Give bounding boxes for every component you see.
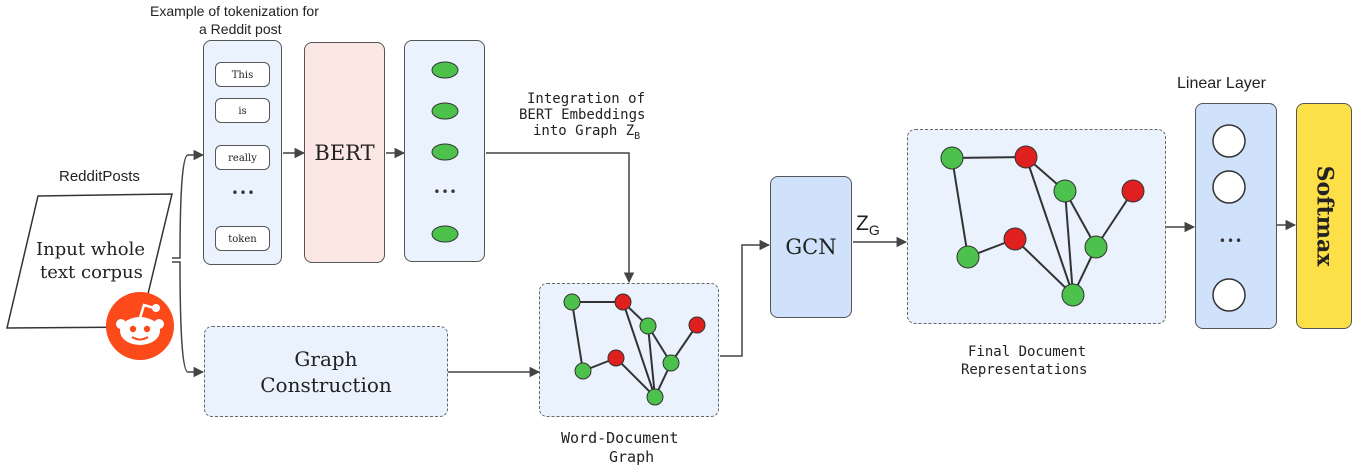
linear-layer-title: Linear Layer <box>1177 75 1266 92</box>
word-document-caption-line2: Graph <box>609 448 655 466</box>
gcn-label: GCN <box>785 235 837 259</box>
final-node-word <box>1084 235 1108 259</box>
softmax-label: Softmax <box>1311 165 1337 267</box>
graph-construction-line2: Construction <box>260 372 392 397</box>
gcn-output-subscript: G <box>868 222 880 239</box>
token-text: token <box>228 234 257 245</box>
graph-node-word <box>563 293 581 311</box>
integration-line3-prefix: into Graph Z <box>533 123 635 139</box>
final-node-word <box>1053 179 1077 203</box>
word-document-graph-panel <box>539 283 719 417</box>
final-node-document <box>1121 179 1145 203</box>
corpus-to-graph-construction-arrow <box>172 261 205 378</box>
embedding-node <box>431 225 459 243</box>
graph-node-document <box>607 349 625 367</box>
token-box: really <box>215 145 270 170</box>
linear-layer-ellipsis: ••• <box>1218 234 1244 248</box>
neuron-node <box>1212 170 1246 204</box>
reddit-posts-label: RedditPosts <box>59 168 140 185</box>
graph-node-word <box>646 388 664 406</box>
final-node-document <box>1014 145 1038 169</box>
final-node-word <box>940 146 964 170</box>
embedding-node <box>431 61 459 79</box>
graph-to-gcn-arrow <box>720 239 771 357</box>
final-representations-graph <box>940 145 1145 307</box>
word-document-graph <box>563 293 706 406</box>
final-node-document <box>1003 227 1027 251</box>
corpus-text-line2: text corpus <box>40 262 143 283</box>
embeddings-ellipsis: ••• <box>433 185 458 199</box>
final-node-word <box>956 245 980 269</box>
bert-label: BERT <box>314 140 375 165</box>
token-box: is <box>215 98 270 123</box>
final-caption-line2: Representations <box>961 362 1088 378</box>
token-box: This <box>215 62 270 87</box>
graph-construction-line1: Graph <box>294 346 358 371</box>
integration-line3: into Graph ZB <box>533 123 640 142</box>
gcn-output-label: ZG <box>856 212 880 238</box>
token-text: This <box>231 70 254 81</box>
integration-line2: BERT Embeddings <box>519 107 646 123</box>
embeddings-to-graph-arrow <box>486 152 635 284</box>
final-node-word <box>1061 283 1085 307</box>
graph-node-word <box>639 317 657 335</box>
embedding-vectors <box>431 61 459 243</box>
final-representations-panel <box>907 129 1166 324</box>
token-text: is <box>238 106 247 117</box>
embedding-node <box>431 143 459 161</box>
final-caption-line1: Final Document <box>968 344 1087 360</box>
tokenization-caption-line2: a Reddit post <box>199 21 282 37</box>
bert-block: BERT <box>304 42 385 263</box>
integration-subscript: B <box>634 130 641 142</box>
graph-construction-block: Graph Construction <box>204 326 448 417</box>
token-box: token <box>215 226 270 251</box>
word-document-caption-line1: Word-Document <box>561 429 679 447</box>
graph-node-word <box>662 354 680 372</box>
linear-layer-neurons <box>1212 124 1246 312</box>
graph-node-word <box>574 362 592 380</box>
graph-node-document <box>614 293 632 311</box>
tokenization-panel: This is really ••• token <box>203 40 282 265</box>
embedding-node <box>431 102 459 120</box>
tokens-ellipsis: ••• <box>231 186 256 200</box>
linear-layer-block: ••• <box>1195 103 1277 329</box>
softmax-block: Softmax <box>1296 103 1352 329</box>
reddit-logo-icon <box>106 292 174 360</box>
neuron-node <box>1212 278 1246 312</box>
graph-node-document <box>688 316 706 334</box>
neuron-node <box>1212 124 1246 158</box>
corpus-text-line1: Input whole <box>36 239 146 260</box>
corpus-to-tokens-arrow <box>172 149 205 259</box>
embeddings-panel: ••• <box>404 40 485 262</box>
gcn-block: GCN <box>770 176 852 318</box>
tokenization-caption-line1: Example of tokenization for <box>150 3 319 19</box>
gcn-output-prefix: Z <box>856 212 869 235</box>
integration-line1: Integration of <box>527 91 646 107</box>
token-text: really <box>228 153 257 164</box>
